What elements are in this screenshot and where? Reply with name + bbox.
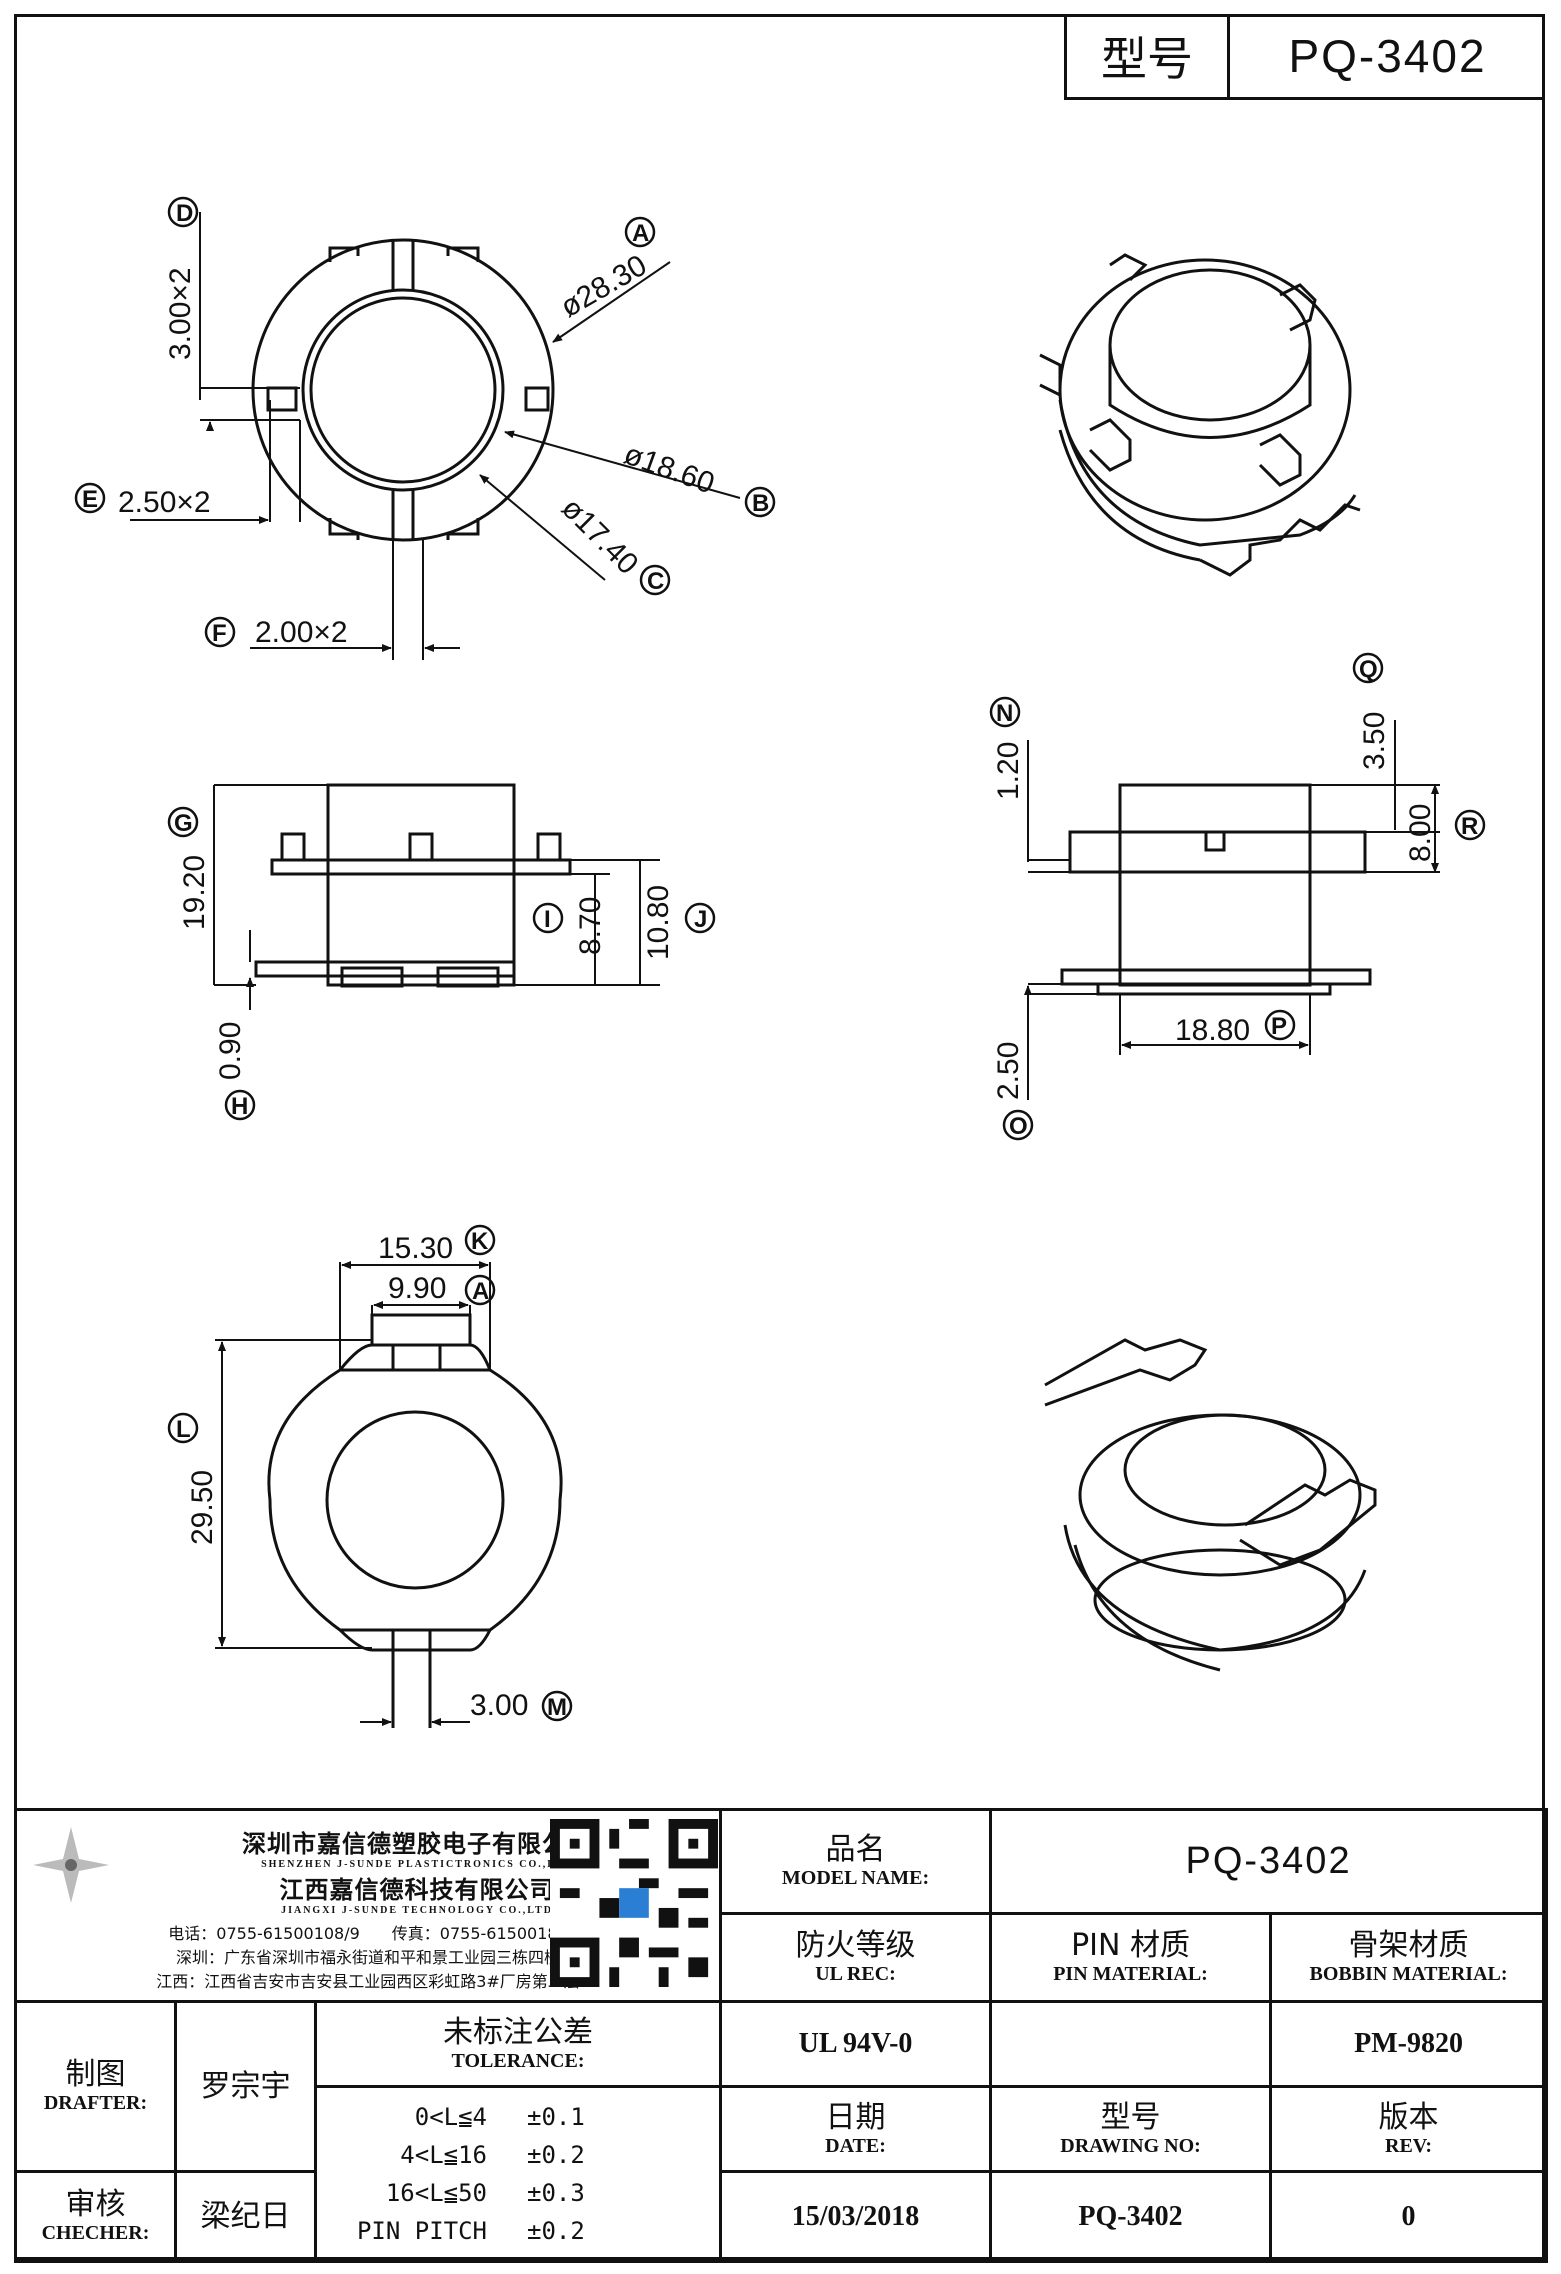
dim-N: 1.20 — [992, 742, 1025, 800]
bubble-O: O — [1009, 1113, 1028, 1140]
bubble-D: D — [176, 200, 193, 227]
company-name-en-2: JIANGXI J-SUNDE TECHNOLOGY CO.,LTD — [281, 1904, 553, 1916]
drawing-no-label: 型号 DRAWING NO: — [989, 2085, 1273, 2173]
isometric-view-bottom — [1044, 1338, 1377, 1672]
model-name-label: 品名 MODEL NAME: — [719, 1808, 993, 1915]
dim-Q: 3.50 — [1358, 712, 1391, 770]
dim-D: 3.00×2 — [164, 267, 197, 360]
bubble-P: P — [1271, 1013, 1287, 1040]
pin-material-value — [989, 2000, 1273, 2088]
checker-value: 梁纪日 — [174, 2170, 317, 2263]
qr-code — [550, 1819, 718, 1987]
bubble-N: N — [996, 700, 1013, 727]
bubble-Q: Q — [1359, 656, 1378, 683]
bottom-view — [215, 1261, 563, 1728]
dim-M: 3.00 — [470, 1689, 528, 1722]
dim-E: 2.50×2 — [118, 486, 211, 519]
bubble-E: E — [82, 486, 98, 513]
pin-material-label: PIN 材质 PIN MATERIAL: — [989, 1912, 1273, 2003]
dim-C: ø17.40 — [555, 492, 644, 581]
dim-G: 19.20 — [178, 855, 211, 930]
title-block: 深圳市嘉信德塑胶电子有限公司 SHENZHEN J-SUNDE PLASTICT… — [13, 1808, 1549, 2263]
dim-P: 18.80 — [1175, 1014, 1250, 1047]
dim-B: ø18.60 — [620, 438, 719, 501]
side-view — [1024, 720, 1440, 1100]
top-view — [130, 212, 741, 660]
bubble-C: C — [647, 568, 664, 595]
bubble-A: A — [632, 220, 649, 247]
bubble-M: M — [547, 1694, 567, 1721]
company-name-cn-2: 江西嘉信德科技有限公司 — [279, 1875, 555, 1904]
bubble-G: G — [174, 810, 193, 837]
dimension-bubbles: D A B C E F G H I J N O P Q R K A L M — [74, 196, 1486, 1722]
drawing-no-value: PQ-3402 — [989, 2170, 1273, 2263]
model-header: 型号 PQ-3402 — [1064, 14, 1545, 100]
company-address-sz: 深圳：广东省深圳市福永街道和平和景工业园三栋四楼 — [176, 1947, 561, 1967]
dim-K: 15.30 — [378, 1232, 453, 1265]
dim-O: 2.50 — [992, 1042, 1025, 1100]
company-info: 深圳市嘉信德塑胶电子有限公司 SHENZHEN J-SUNDE PLASTICT… — [13, 1808, 723, 2003]
bobbin-material-value: PM-9820 — [1269, 2000, 1549, 2088]
dim-F: 2.00×2 — [255, 616, 348, 649]
company-phone: 电话：0755-61500108/9 传真：0755-61500185 — [168, 1923, 568, 1943]
bubble-R: R — [1461, 813, 1478, 840]
date-label: 日期 DATE: — [719, 2085, 993, 2173]
rev-value: 0 — [1269, 2170, 1549, 2263]
model-name-value: PQ-3402 — [989, 1808, 1549, 1915]
bubble-J: J — [694, 906, 707, 933]
tolerance-row: 4<L≦16±0.2 — [400, 2141, 585, 2169]
dim-A: ø28.30 — [555, 249, 652, 324]
tolerance-row: 16<L≦50±0.3 — [385, 2179, 585, 2207]
dim-R: 8.00 — [1404, 804, 1437, 862]
bubble-A-bottom: A — [472, 1278, 489, 1305]
tolerance-table: 0<L≦4±0.1 4<L≦16±0.2 16<L≦50±0.3 PIN PIT… — [313, 2085, 723, 2263]
tolerance-label: 未标注公差 TOLERANCE: — [313, 2000, 723, 2088]
tolerance-row: 0<L≦4±0.1 — [414, 2103, 585, 2131]
bubble-I: I — [544, 906, 551, 933]
technical-drawing: 3.00×2 2.50×2 2.00×2 ø28.30 ø18.60 ø17.4… — [74, 196, 1486, 1728]
model-header-label: 型号 — [1067, 14, 1230, 97]
dim-J: 10.80 — [642, 885, 675, 960]
bubble-L: L — [176, 1416, 191, 1443]
ul-rec-value: UL 94V-0 — [719, 2000, 993, 2088]
checker-label: 审核 CHECHER: — [14, 2170, 177, 2263]
drafter-value: 罗宗宇 — [174, 2000, 317, 2173]
bubble-H: H — [231, 1093, 248, 1120]
front-view — [213, 783, 660, 1010]
company-address-jx: 江西：江西省吉安市吉安县工业园西区彩虹路3#厂房第二层 — [156, 1971, 580, 1991]
bubble-B: B — [752, 490, 769, 517]
isometric-view-top — [1039, 253, 1361, 577]
tolerance-row: PIN PITCH±0.2 — [356, 2217, 585, 2245]
company-logo — [33, 1827, 109, 1903]
dim-I: 8.70 — [574, 897, 607, 955]
company-name-en-1: SHENZHEN J-SUNDE PLASTICTRONICS CO.,LTD — [261, 1858, 573, 1870]
rev-label: 版本 REV: — [1269, 2085, 1549, 2173]
date-value: 15/03/2018 — [719, 2170, 993, 2263]
bobbin-material-label: 骨架材质 BOBBIN MATERIAL: — [1269, 1912, 1549, 2003]
dim-A-bottom: 9.90 — [388, 1272, 446, 1305]
company-name-cn-1: 深圳市嘉信德塑胶电子有限公司 — [242, 1829, 593, 1858]
bubble-F: F — [212, 620, 227, 647]
model-header-value: PQ-3402 — [1288, 29, 1487, 82]
dim-L: 29.50 — [186, 1470, 219, 1545]
ul-rec-label: 防火等级 UL REC: — [719, 1912, 993, 2003]
bubble-K: K — [471, 1228, 489, 1255]
drafter-label: 制图 DRAFTER: — [14, 2000, 177, 2173]
dim-H: 0.90 — [214, 1022, 247, 1080]
